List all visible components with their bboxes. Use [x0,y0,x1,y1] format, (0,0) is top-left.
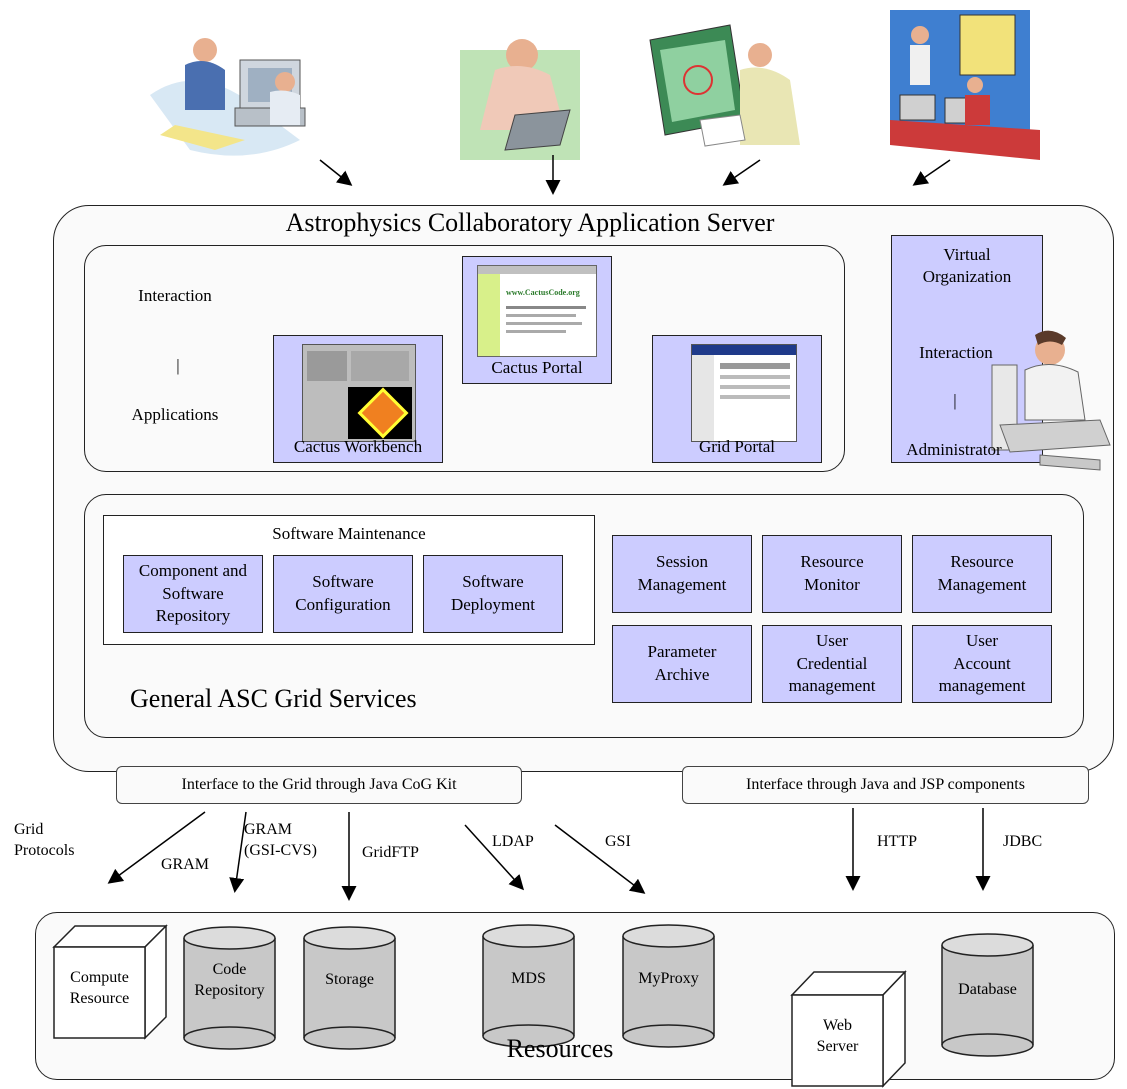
grid-portal-screenshot [691,344,797,442]
resource-monitor-service[interactable]: Resource Monitor [762,535,902,613]
parameter-archive-service[interactable]: Parameter Archive [612,625,752,703]
user-account-management-service[interactable]: User Account management [912,625,1052,703]
user-credential-management-service[interactable]: User Credential management [762,625,902,703]
grid-portal-label: Grid Portal [698,436,776,456]
resources-title: Resources [506,1034,614,1063]
portal-url: www.CactusCode.org [506,288,580,297]
web-server-label[interactable]: Web Server [816,1017,859,1055]
http-protocol-label: HTTP [877,833,917,850]
software-configuration-service[interactable]: Software Configuration [273,555,413,633]
software-maintenance-title: Software Maintenance [272,524,426,543]
applications-label: Applications [131,405,219,424]
code-repository-label[interactable]: Code Repository [194,961,265,999]
server-title: Astrophysics Collaboratory Application S… [285,208,775,237]
compute-resource-label[interactable]: Compute Resource [69,969,130,1007]
gram-cvs-protocol-label: GRAM (GSI-CVS) [244,821,317,859]
services-panel-title: General ASC Grid Services [130,684,417,713]
cactus-workbench-label: Cactus Workbench [293,436,423,456]
cog-interface-bar[interactable]: Interface to the Grid through Java CoG K… [116,766,522,804]
ldap-protocol-label: LDAP [492,833,534,850]
grid-portal-box[interactable]: Grid Portal [652,335,822,463]
virtual-organization-title: Virtual Organization [922,245,1012,287]
administrator-label: Administrator [906,440,1002,459]
jsp-interface-bar[interactable]: Interface through Java and JSP component… [682,766,1089,804]
cactus-portal-box[interactable]: www.CactusCode.org Cactus Portal [462,256,612,384]
session-management-service[interactable]: Session Management [612,535,752,613]
storage-label[interactable]: Storage [325,971,374,988]
gram-protocol-label: GRAM [160,856,209,873]
jdbc-protocol-label: JDBC [1003,833,1043,850]
vo-interaction-label: Interaction [919,343,993,362]
cactus-portal-label: Cactus Portal [491,357,583,377]
gsi-protocol-label: GSI [605,833,631,850]
software-deployment-service[interactable]: Software Deployment [423,555,563,633]
resource-management-service[interactable]: Resource Management [912,535,1052,613]
workbench-screenshot [302,344,416,442]
interaction-label: Interaction [138,286,212,305]
cactus-portal-screenshot: www.CactusCode.org [477,265,597,357]
gridftp-protocol-label: GridFTP [362,844,419,861]
vo-separator: | [953,391,957,410]
component-repository-service[interactable]: Component and Software Repository [123,555,263,633]
interaction-separator: | [176,356,180,375]
myproxy-label[interactable]: MyProxy [638,970,699,987]
cactus-workbench-box[interactable]: Cactus Workbench [273,335,443,463]
grid-protocols-label: Grid Protocols [14,821,75,859]
database-label[interactable]: Database [958,981,1017,998]
mds-label[interactable]: MDS [511,970,546,987]
